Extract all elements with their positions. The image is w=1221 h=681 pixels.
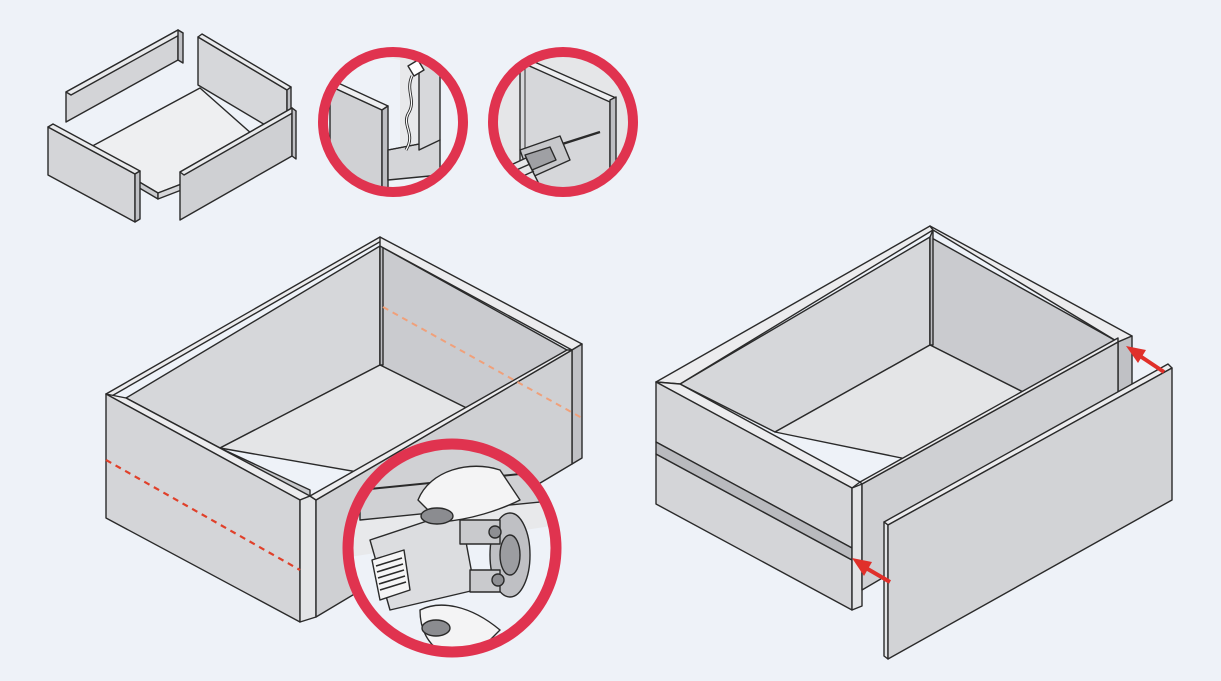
back-left-panel (65, 29, 184, 123)
step-5-drawer-with-front (655, 225, 1173, 660)
step-3-drill-detail (488, 47, 638, 197)
step-2-glue-detail (318, 47, 468, 197)
arrow-upper-icon (1126, 346, 1166, 374)
detail-frame (342, 438, 562, 658)
step-4-router-detail (342, 438, 562, 658)
front-left-panel (47, 123, 141, 223)
cut-line-back (382, 306, 583, 419)
step-4-drawer-box (105, 236, 583, 623)
left-side-grooved-panel (655, 381, 863, 611)
cut-line-front (105, 459, 301, 571)
glue-bottle-icon (404, 52, 425, 151)
router-tool-icon (369, 509, 531, 611)
detail-frame (318, 47, 468, 197)
detail-frame (488, 47, 638, 197)
drawer-front-panel (883, 363, 1173, 660)
front-right-panel (179, 107, 297, 221)
arrow-lower-icon (852, 558, 892, 584)
step-1-drawer-parts (47, 29, 297, 223)
